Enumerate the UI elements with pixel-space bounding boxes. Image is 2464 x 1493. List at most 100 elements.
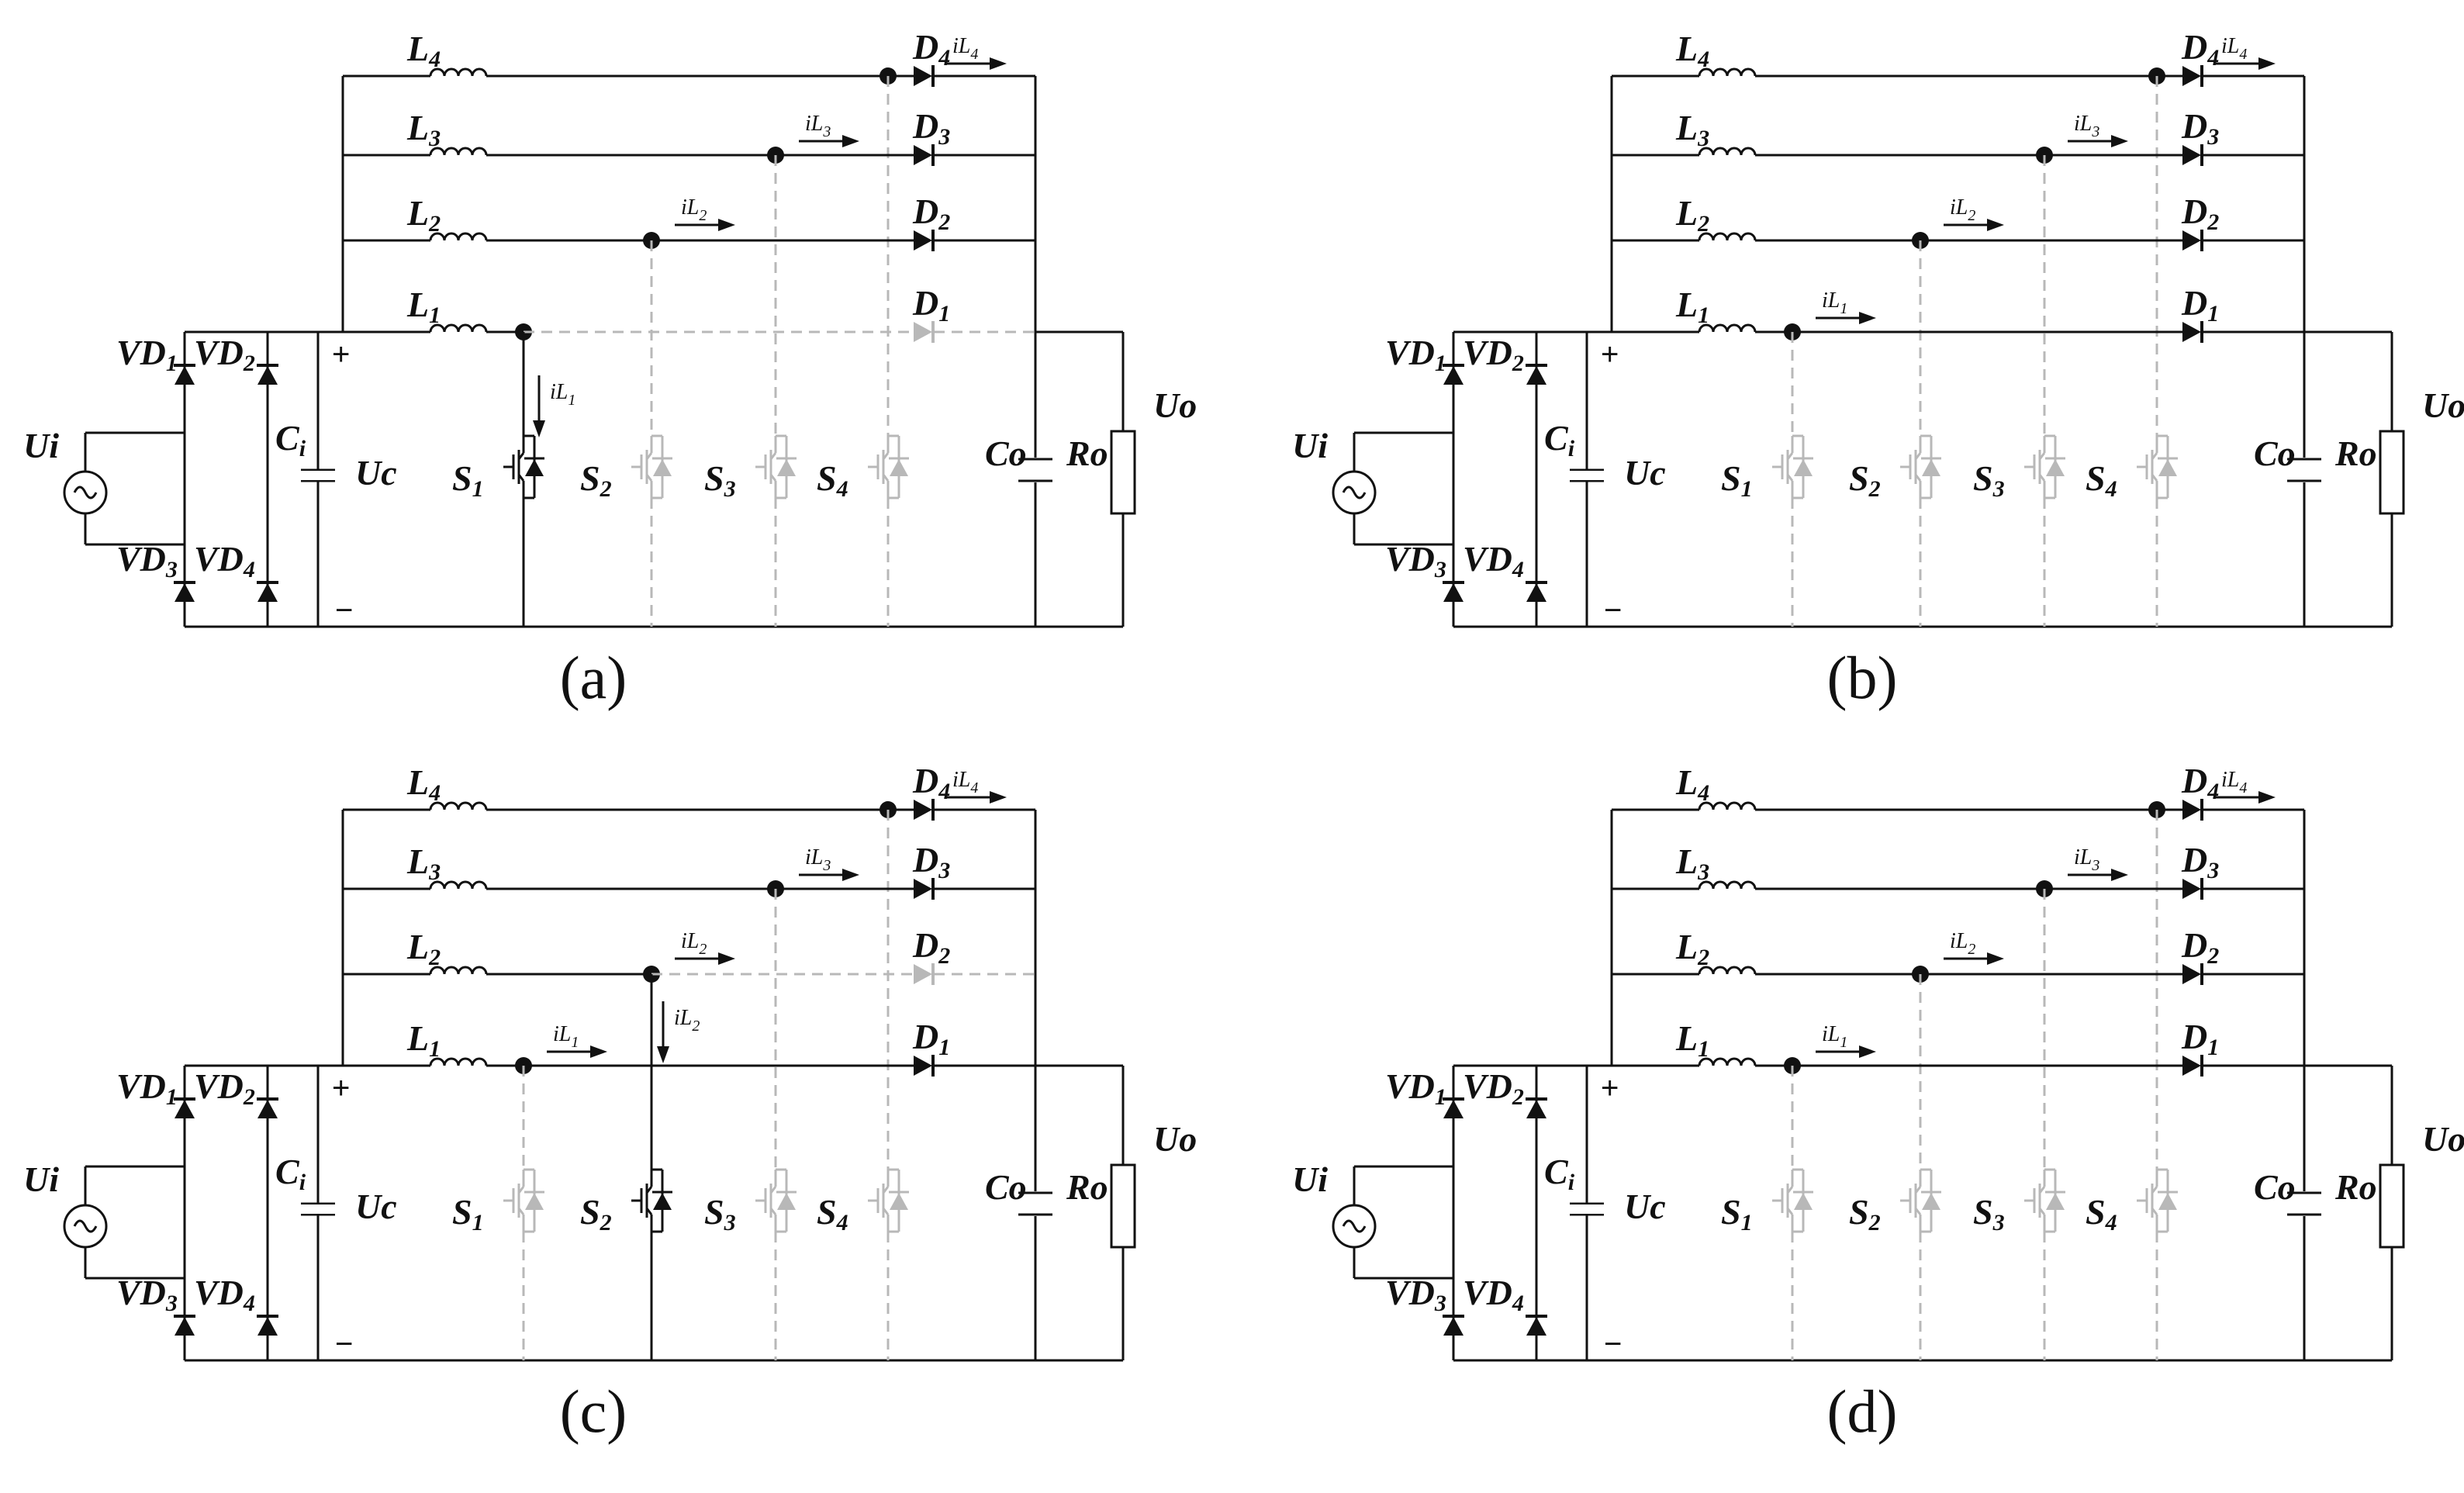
label-uc: Uc [1624,453,1666,492]
label-d4-sub: 4 [2207,779,2219,804]
switch-s4 [868,1168,909,1233]
diode-d1 [914,322,932,342]
current-il4-label: iL4 [2221,768,2247,797]
label-vd1-base: VD [116,1066,166,1106]
label-s2-sub: 2 [600,476,612,502]
label-l2-sub: 2 [428,945,441,970]
label-uc: Uc [355,1187,397,1226]
label-d1-sub: 1 [938,1035,950,1060]
label-l2: L2 [406,193,441,237]
inductor-l2 [429,232,488,241]
label-s3-base: S [1973,1192,1993,1232]
label-s3-base: S [704,458,724,498]
label-vd1-sub: 1 [1435,351,1446,376]
label-s3-base: S [704,1192,724,1232]
current-il4-label-sub: 4 [2239,46,2247,63]
label-d3-base: D [912,106,938,146]
diode-vd2 [257,366,278,385]
label-vd1-sub: 1 [166,1084,178,1110]
label-l3-sub: 3 [1697,859,1709,885]
label-vd2-base: VD [194,1066,244,1106]
label-s2-sub: 2 [600,1210,612,1236]
label-s1-sub: 1 [472,1210,484,1236]
current-il3-label-sub: 3 [2091,123,2099,140]
inductor-l3 [1698,880,1757,890]
switch-s3 [755,434,797,499]
label-s4-base: S [817,458,837,498]
resistor-ro [1110,1163,1136,1249]
label-d1-sub: 1 [2207,1035,2219,1060]
label-l3-base: L [1675,108,1698,147]
current-il2-label-sub: 2 [1968,941,1975,958]
label-vd4-sub: 4 [243,557,255,582]
label-l1: L1 [1675,285,1709,328]
label-vd4: VD4 [194,1273,255,1316]
diode-vd4 [257,583,278,602]
label-d2-sub: 2 [938,943,950,969]
label-vd4: VD4 [194,539,255,582]
label-ci: Ci [1544,1152,1575,1195]
plus-sign: + [1601,1071,1619,1105]
label-s1-base: S [1721,458,1741,498]
current-il2-label: iL2 [681,195,707,224]
label-d3-base: D [2181,840,2207,880]
label-l4: L4 [406,29,441,72]
label-s3-sub: 3 [1992,1210,2005,1236]
label-l2-base: L [406,927,429,966]
plus-sign: + [332,1071,350,1105]
label-s2: S2 [1849,1192,1881,1236]
label-vd4-sub: 4 [243,1291,255,1316]
current-il1-label-sub: 1 [571,1034,579,1051]
label-uo: Uo [2422,1119,2464,1159]
switch-s2 [1900,1168,1941,1233]
label-vd1: VD1 [1385,333,1446,376]
label-l2: L2 [406,927,441,970]
label-l3: L3 [1675,842,1709,885]
current-il3-label: iL3 [2074,845,2099,874]
label-d3-sub: 3 [938,858,950,883]
label-l3-base: L [406,108,429,147]
label-l1-sub: 1 [1698,302,1709,328]
diode-d2 [2182,230,2201,251]
label-vd2-base: VD [1463,333,1512,372]
label-l4: L4 [1675,762,1709,806]
label-vd2-sub: 2 [243,1084,255,1110]
label-s4: S4 [2086,1192,2117,1236]
label-s3: S3 [1973,1192,2005,1236]
label-l4-base: L [406,29,429,68]
current-il2-down-label-sub: 2 [692,1018,700,1035]
label-ci-base: C [1544,418,1569,458]
label-l2-base: L [1675,193,1698,233]
label-vd4-base: VD [194,1273,244,1312]
diode-vd3 [1443,1317,1464,1336]
diode-vd4 [1526,583,1546,602]
current-il1-label-base: iL [553,1022,571,1046]
inductor-l2 [1698,232,1757,241]
label-ro: Ro [2334,434,2377,473]
label-vd3-sub: 3 [165,557,178,582]
current-il4-label-base: iL [952,768,970,792]
current-il3-label-base: iL [2074,845,2092,869]
label-l3-sub: 3 [428,859,441,885]
label-uo: Uo [1153,385,1197,425]
current-il4-label: iL4 [952,34,978,63]
switch-s2 [631,1168,672,1233]
current-il4-label-sub: 4 [2239,779,2247,797]
resistor-ro [1110,430,1136,515]
label-uc: Uc [355,453,397,492]
label-s2: S2 [580,1192,612,1236]
inductor-l4 [1698,67,1757,77]
label-d2-sub: 2 [2207,943,2219,969]
inductor-l1 [1698,1057,1757,1066]
minus-sign: − [335,593,353,627]
inductor-l3 [429,147,488,156]
current-il1-label: iL1 [553,1022,579,1051]
label-d1-base: D [2181,1017,2207,1056]
label-s3-sub: 3 [724,1210,736,1236]
label-uc: Uc [1624,1187,1666,1226]
switch-s4 [868,434,909,499]
label-l3-base: L [1675,842,1698,881]
current-il1-label-base: iL [1822,289,1840,313]
label-vd1: VD1 [116,333,178,376]
